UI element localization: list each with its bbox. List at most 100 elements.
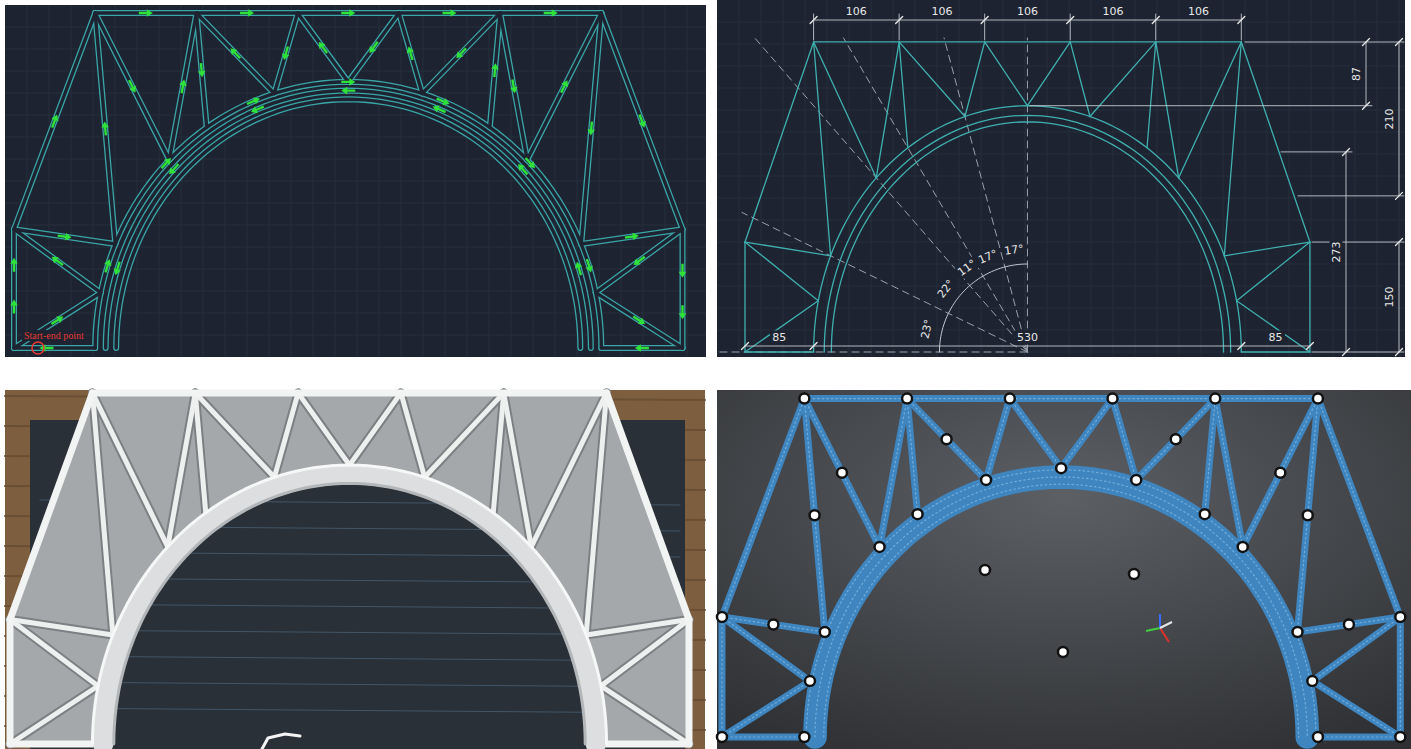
- print-wall-shadow: [601, 686, 689, 744]
- truss-line: [899, 42, 965, 117]
- toolpath-gap: [116, 99, 580, 348]
- print-wall-shadow: [298, 393, 349, 465]
- toolpath-gap: [106, 91, 591, 348]
- scan-texture: [1205, 399, 1215, 515]
- print-wall-shadow: [274, 393, 298, 477]
- arch-line: [824, 115, 1230, 352]
- axis-gizmo: [1146, 628, 1160, 631]
- target-point: [1275, 468, 1285, 478]
- toolpath-panel: [5, 5, 706, 357]
- dimension-label: 273: [1330, 239, 1343, 264]
- dimension-label: 87: [1350, 65, 1363, 83]
- direction-arrow: [39, 344, 53, 352]
- scan-texture: [1400, 617, 1401, 737]
- toolpath-gap: [196, 13, 274, 94]
- target-point: [1129, 569, 1139, 579]
- print-wall: [601, 686, 689, 744]
- target-point: [1058, 647, 1068, 657]
- scan-member: [907, 399, 986, 480]
- scan-texture: [721, 617, 722, 737]
- toolpath-gap: [95, 82, 601, 348]
- dimension-tick: [1363, 39, 1370, 46]
- toolpath-gap: [14, 346, 95, 349]
- target-point: [1171, 434, 1181, 444]
- truss-line: [814, 42, 877, 178]
- dimension-tick: [1396, 39, 1403, 46]
- target-point: [837, 468, 847, 478]
- direction-arrow: [509, 79, 519, 94]
- dimension-label: 530: [1015, 331, 1040, 344]
- scan-arch: [815, 477, 1307, 737]
- direction-arrow: [57, 232, 72, 242]
- dimension-tick: [742, 343, 749, 350]
- dimension-tick: [1152, 17, 1159, 24]
- dimension-line: [1346, 152, 1347, 352]
- print-arch: [103, 474, 596, 744]
- direction-arrow: [10, 299, 18, 313]
- arch-line: [814, 106, 1242, 352]
- dimension-tick: [1396, 239, 1403, 246]
- toolpath-gap: [422, 13, 500, 94]
- scan-texture: [815, 477, 1307, 737]
- scan-texture: [1298, 399, 1318, 632]
- toolpath-line: [399, 13, 422, 94]
- dimension-label: 106: [1100, 5, 1125, 18]
- direction-arrow: [228, 46, 243, 61]
- toolpath-gap: [596, 229, 683, 292]
- toolpath-line: [11, 229, 17, 348]
- direction-arrow: [583, 258, 594, 274]
- scan-texture: [824, 484, 1299, 737]
- toolpath-gap: [601, 13, 682, 229]
- scan-texture: [880, 399, 908, 547]
- direction-arrow: [49, 313, 65, 327]
- scan-texture: [907, 399, 986, 480]
- print-wall-shadow: [10, 686, 98, 744]
- toolpath-line: [422, 13, 500, 94]
- direction-arrow: [558, 78, 571, 94]
- direction-arrow: [178, 79, 188, 94]
- direction-arrow: [366, 40, 380, 56]
- direction-arrow: [249, 103, 265, 116]
- print-wall: [601, 620, 689, 687]
- start-end-note: Start-end point: [22, 330, 86, 341]
- dimension-line: [1312, 242, 1404, 243]
- scan-texture: [804, 399, 879, 547]
- target-point: [942, 434, 952, 444]
- axis-gizmo: [1160, 622, 1172, 628]
- dimension-line: [1281, 151, 1352, 152]
- target-point: [768, 619, 778, 629]
- print-wall-shadow: [493, 393, 503, 513]
- truss-line: [745, 242, 831, 256]
- angle-ray: [720, 352, 1027, 353]
- truss-line: [1027, 42, 1070, 106]
- direction-arrow: [635, 344, 649, 352]
- toolpath-gap: [14, 229, 115, 244]
- print-wall-shadow: [195, 393, 205, 513]
- toolpath-gap: [681, 229, 684, 348]
- truss-line: [1224, 242, 1310, 256]
- print-wall: [195, 393, 274, 477]
- scan-texture: [1061, 399, 1112, 469]
- dimension-label: 106: [1186, 5, 1211, 18]
- print-wall: [92, 393, 167, 547]
- truss-line: [1237, 301, 1310, 352]
- target-point: [913, 509, 923, 519]
- direction-arrow: [624, 232, 639, 242]
- scan-member: [1312, 681, 1400, 737]
- direction-arrow: [341, 9, 355, 17]
- scan-texture: [722, 617, 825, 632]
- scan-member: [722, 617, 825, 632]
- direction-arrow: [112, 261, 123, 277]
- toolpath-gap: [14, 293, 101, 348]
- arch-line: [831, 122, 1223, 352]
- start-marker: [32, 342, 44, 354]
- toolpath-gap: [581, 13, 601, 244]
- scan-panel: [717, 390, 1411, 749]
- target-point: [1056, 463, 1066, 473]
- direction-arrow: [523, 155, 538, 170]
- scan-background: [717, 390, 1411, 749]
- print-wall: [195, 393, 205, 513]
- scan-texture: [722, 617, 810, 681]
- direction-arrow: [49, 254, 65, 268]
